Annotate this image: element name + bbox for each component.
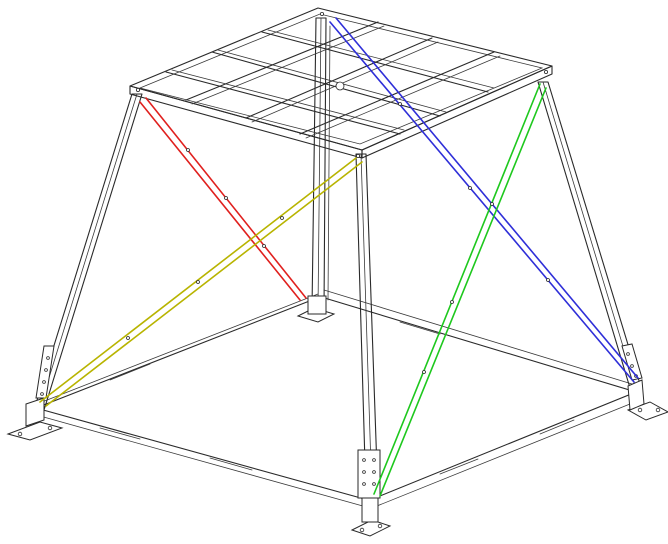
brace-green [373,83,547,497]
base-slots [99,321,575,475]
brace-red [139,97,307,301]
lifting-eye-icon [335,81,345,91]
splice-plates [35,343,643,499]
brace-blue [329,17,639,383]
foot-plates [6,295,668,537]
top-platform [129,7,553,159]
legs [33,17,641,499]
brace-yellow [39,157,363,407]
base-frame [35,289,641,509]
diagonal-braces [39,17,639,497]
